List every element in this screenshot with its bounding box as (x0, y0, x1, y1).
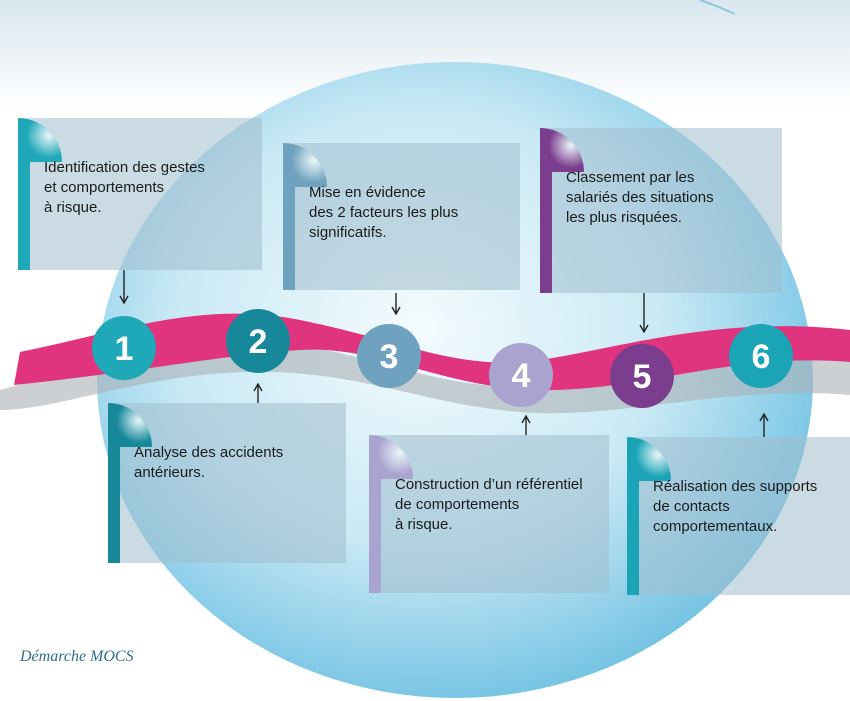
step-number-6: 6 (752, 338, 771, 376)
step-box-1: Identification des gestes et comportemen… (18, 118, 262, 270)
step-2-corner-icon (108, 403, 152, 447)
step-6-corner-icon (627, 437, 671, 481)
step-number-1: 1 (115, 330, 134, 368)
step-1-accent-bar (18, 158, 30, 270)
step-3-accent-bar (283, 183, 295, 290)
step-circle-6 (729, 324, 793, 388)
step-2-accent-bar (108, 443, 120, 563)
step-box-6: Réalisation des supports de contacts com… (627, 437, 850, 595)
step-arrowhead-2 (253, 382, 263, 392)
step-6-accent-bar (627, 477, 639, 595)
step-6-text: Réalisation des supports de contacts com… (653, 478, 818, 535)
step-3-corner-icon (283, 143, 327, 187)
step-4-accent-bar (369, 475, 381, 593)
step-number-2: 2 (249, 323, 268, 361)
step-circle-1 (92, 316, 156, 380)
step-arrows (119, 270, 769, 437)
step-number-4: 4 (512, 357, 531, 395)
step-2-text: Analyse des accidents antérieurs. (134, 444, 284, 481)
step-arrowhead-6 (759, 412, 769, 422)
step-circle-4 (489, 343, 553, 407)
step-arrowhead-3 (391, 306, 401, 316)
step-box-5: Classement par les salariés des situatio… (540, 128, 782, 293)
step-5-corner-icon (540, 128, 584, 172)
step-box-2: Analyse des accidents antérieurs. (108, 403, 346, 563)
step-box-4: Construction d’un référentiel de comport… (369, 435, 609, 593)
step-1-corner-icon (18, 118, 62, 162)
step-box-3: Mise en évidence des 2 facteurs les plus… (283, 143, 520, 290)
step-circle-2 (226, 309, 290, 373)
step-arrowhead-4 (521, 414, 531, 424)
corner-swoosh (699, 0, 736, 15)
step-5-text: Classement par les salariés des situatio… (566, 169, 714, 226)
step-4-corner-icon (369, 435, 413, 479)
step-3-text: Mise en évidence des 2 facteurs les plus… (309, 184, 459, 241)
step-4-text: Construction d’un référentiel de comport… (395, 476, 583, 533)
step-circles: 1 2 3 4 5 6 (92, 309, 793, 408)
step-arrowhead-5 (639, 324, 649, 334)
step-circle-3 (357, 324, 421, 388)
step-number-5: 5 (633, 358, 652, 396)
diagram-caption: Démarche MOCS (20, 648, 134, 665)
step-arrowhead-1 (119, 295, 129, 305)
step-number-3: 3 (380, 338, 399, 376)
step-5-accent-bar (540, 168, 552, 293)
step-1-text: Identification des gestes et comportemen… (44, 159, 205, 216)
step-circle-5 (610, 344, 674, 408)
